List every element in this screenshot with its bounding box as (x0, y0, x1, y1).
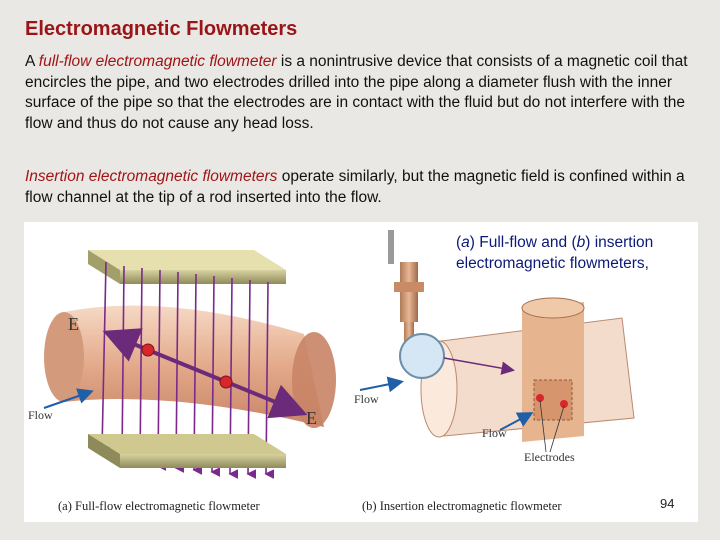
top-magnet-plate (88, 250, 286, 284)
flow-label-rod: Flow (482, 426, 507, 441)
bottom-magnet-plate (88, 434, 286, 468)
insertion-rod (388, 230, 424, 344)
caption-b: b (577, 234, 586, 251)
caption-a: a (461, 234, 470, 251)
subcaption-b: (b) Insertion electromagnetic flowmeter (362, 499, 562, 514)
emf-label-right: E (306, 408, 317, 429)
paragraph-full-flow: A full-flow electromagnetic flowmeter is… (25, 52, 697, 134)
flow-arrow-b (360, 382, 400, 390)
caption-part: ) Full-flow and ( (470, 234, 577, 251)
p1-lead: A (25, 53, 39, 70)
subcaption-a: (a) Full-flow electromagnetic flowmeter (58, 499, 260, 514)
electrode-side (220, 376, 232, 388)
flow-label-b: Flow (354, 392, 379, 407)
sensor-tip-detail-circle (400, 334, 444, 378)
term-full-flow: full-flow electromagnetic flowmeter (39, 53, 277, 70)
electrodes-label: Electrodes (524, 450, 575, 465)
figure-caption: (a) Full-flow and (b) insertion electrom… (456, 232, 696, 274)
term-insertion: Insertion electromagnetic flowmeters (25, 168, 277, 185)
flow-label-a: Flow (28, 408, 53, 423)
paragraph-insertion: Insertion electromagnetic flowmeters ope… (25, 167, 697, 208)
slide-title: Electromagnetic Flowmeters (25, 17, 297, 41)
electrode-top (142, 344, 154, 356)
flowmeter-figure: E E Flow Flow Flow Electrodes (a) Full-f… (24, 222, 698, 522)
page-number: 94 (660, 496, 674, 511)
emf-label-left: E (68, 314, 79, 335)
